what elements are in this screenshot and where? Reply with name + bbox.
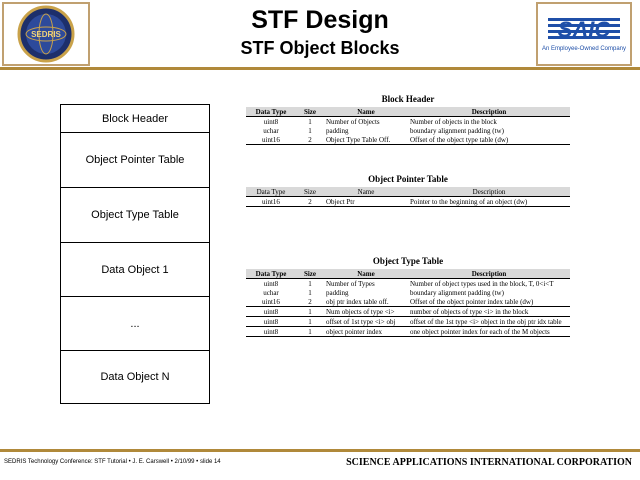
stack-block-header: Block Header (60, 104, 210, 133)
col-size: Size (296, 187, 324, 197)
page-title: STF Design (251, 6, 389, 34)
cell-name: Number of Types (326, 279, 375, 288)
col-description: Description (408, 269, 570, 279)
col-description: Description (408, 187, 570, 197)
saic-tagline: An Employee-Owned Company (542, 46, 626, 52)
sedris-logo: SEDRIS (2, 2, 90, 66)
footer-company: SCIENCE APPLICATIONS INTERNATIONAL CORPO… (346, 457, 632, 468)
cell-description: Number of objects in the block (410, 117, 497, 126)
cell-type: uint8 (246, 306, 296, 317)
table-row: uint8 1 Number of Types Number of object… (246, 279, 570, 289)
sedris-logo-text: SEDRIS (31, 30, 61, 39)
stack-object-type-table: Object Type Table (60, 187, 210, 243)
cell-name: offset of 1st type <i> obj (324, 316, 408, 327)
object-type-table-title: Object Type Table (372, 256, 444, 266)
cell-size: 1 (308, 117, 312, 126)
cell-description: boundary alignment padding (tw) (410, 288, 504, 297)
object-pointer-table-title: Object Pointer Table (368, 174, 448, 184)
cell-description: one object pointer index for each of the… (408, 326, 570, 337)
object-type-table: Data Type Size Name Description uint8 1 … (246, 269, 570, 337)
col-name: Name (324, 269, 408, 279)
cell-size: 1 (308, 126, 312, 135)
footer-citation: SEDRIS Technology Conference: STF Tutori… (4, 459, 221, 465)
stack-data-object-n: Data Object N (60, 350, 210, 404)
cell-description: Offset of the object type table (dw) (408, 135, 570, 145)
stack-object-pointer-table: Object Pointer Table (60, 132, 210, 188)
cell-size: 1 (308, 288, 312, 297)
table-header-row: Data Type Size Name Description (246, 269, 570, 279)
table-header-row: Data Type Size Name Description (246, 187, 570, 197)
cell-type: uint8 (246, 326, 296, 337)
col-data-type: Data Type (246, 269, 296, 279)
table-header-row: Data Type Size Name Description (246, 107, 570, 117)
cell-size: 1 (296, 316, 324, 327)
cell-type: uint8 (263, 279, 279, 288)
cell-name: Num objects of type <i> (324, 306, 408, 317)
cell-name: Number of Objects (326, 117, 380, 126)
col-name: Name (324, 187, 408, 197)
table-row: uint8 1 object pointer index one object … (246, 326, 570, 337)
cell-name: Object Type Table Off. (324, 135, 408, 145)
cell-description: Offset of the object pointer index table… (408, 297, 570, 307)
saic-logo: SAIC An Employee-Owned Company (536, 2, 632, 66)
cell-description: Pointer to the beginning of an object (d… (408, 196, 570, 207)
cell-type: uint16 (246, 297, 296, 307)
cell-description: number of objects of type <i> in the blo… (408, 306, 570, 317)
col-size: Size (296, 269, 324, 279)
cell-size: 1 (308, 279, 312, 288)
col-name: Name (324, 107, 408, 117)
cell-type: uint16 (246, 196, 296, 207)
saic-logo-text: SAIC (558, 17, 612, 42)
stack-data-object-1: Data Object 1 (60, 242, 210, 297)
object-pointer-table: Data Type Size Name Description uint16 2… (246, 187, 570, 207)
cell-description: offset of the 1st type <i> object in the… (408, 316, 570, 327)
col-size: Size (296, 107, 324, 117)
block-header-table: Data Type Size Name Description uint8 1 … (246, 107, 570, 145)
cell-name: object pointer index (324, 326, 408, 337)
table-row: uint8 1 Number of Objects Number of obje… (246, 117, 570, 127)
cell-type: uint8 (246, 316, 296, 327)
stack-ellipsis: ... (60, 296, 210, 351)
saic-logo-graphic: SAIC An Employee-Owned Company (542, 17, 626, 52)
cell-size: 1 (296, 326, 324, 337)
table-row: uint8 1 Num objects of type <i> number o… (246, 306, 570, 317)
cell-type: uint16 (246, 135, 296, 145)
cell-size: 2 (296, 196, 324, 207)
cell-size: 1 (296, 306, 324, 317)
block-header-table-title: Block Header (381, 94, 435, 104)
sedris-logo-graphic: SEDRIS (17, 5, 75, 63)
footer-rule (0, 449, 640, 452)
table-row: uint8 1 offset of 1st type <i> obj offse… (246, 316, 570, 327)
cell-description: boundary alignment padding (tw) (410, 126, 504, 135)
cell-size: 2 (296, 297, 324, 307)
page-subtitle: STF Object Blocks (240, 38, 400, 58)
slide-header: SEDRIS STF Design STF Object Blocks SAIC… (0, 0, 640, 70)
table-row: uint16 2 Object Type Table Off. Offset o… (246, 135, 570, 145)
cell-name: obj ptr index table off. (324, 297, 408, 307)
col-data-type: Data Type (246, 187, 296, 197)
table-row: uint16 2 Object Ptr Pointer to the begin… (246, 196, 570, 207)
cell-name: padding (326, 126, 349, 135)
cell-name: Object Ptr (324, 196, 408, 207)
cell-description: Number of object types used in the block… (410, 279, 554, 288)
table-row: uchar 1 padding boundary alignment paddi… (246, 288, 570, 297)
cell-type: uchar (263, 126, 279, 135)
col-data-type: Data Type (246, 107, 296, 117)
table-row: uchar 1 padding boundary alignment paddi… (246, 126, 570, 135)
cell-name: padding (326, 288, 349, 297)
cell-size: 2 (296, 135, 324, 145)
cell-type: uchar (263, 288, 279, 297)
col-description: Description (408, 107, 570, 117)
cell-type: uint8 (263, 117, 279, 126)
header-rule (0, 67, 640, 70)
table-row: uint16 2 obj ptr index table off. Offset… (246, 297, 570, 307)
